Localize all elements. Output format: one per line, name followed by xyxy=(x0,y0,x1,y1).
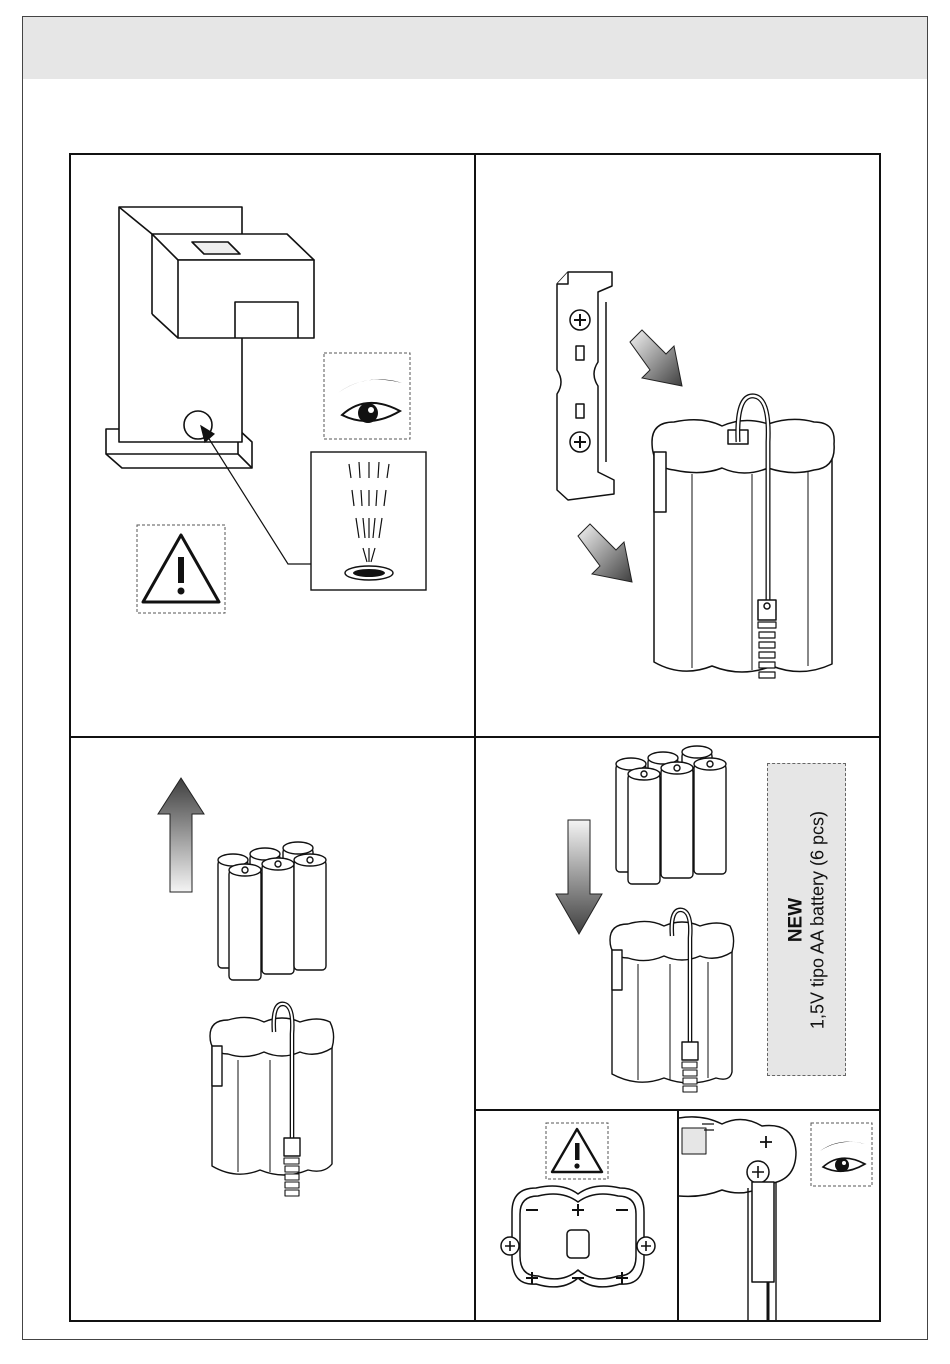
battery-note-text: NEW 1,5V tipo AA battery (6 pcs) xyxy=(785,770,828,1070)
warning-icon xyxy=(137,525,225,613)
step-3-illustration xyxy=(71,738,476,1322)
battery-note-box: NEW 1,5V tipo AA battery (6 pcs) xyxy=(767,763,846,1076)
battery-note-new: NEW xyxy=(785,770,807,1070)
eye-icon xyxy=(324,353,410,439)
direction-arrow xyxy=(158,778,204,892)
battery-pack xyxy=(652,396,834,678)
battery-note-spec: 1,5V tipo AA battery (6 pcs) xyxy=(807,770,828,1070)
step-1-illustration xyxy=(71,155,476,738)
battery-holder-lid xyxy=(501,1186,655,1287)
step-2-illustration xyxy=(476,155,881,738)
header-band xyxy=(23,17,927,79)
eye-icon xyxy=(811,1123,872,1186)
step-panel-5b xyxy=(677,1109,881,1322)
step-5b-illustration xyxy=(679,1111,881,1322)
step-panel-5a xyxy=(474,1109,680,1322)
step-5a-illustration xyxy=(476,1111,680,1322)
battery-holder-bracket xyxy=(557,272,614,500)
battery-pack xyxy=(210,1004,334,1196)
sensor-spray-icon xyxy=(311,452,426,590)
aa-cells xyxy=(616,746,726,884)
faucet-illustration xyxy=(106,207,314,468)
direction-arrow xyxy=(556,820,602,934)
aa-cells xyxy=(218,842,326,980)
step-panel-1 xyxy=(69,153,476,738)
battery-pack xyxy=(610,910,734,1092)
step-panel-3 xyxy=(69,736,476,1322)
warning-icon xyxy=(546,1123,608,1179)
step-panel-2 xyxy=(474,153,881,738)
battery-pack-closeup xyxy=(679,1117,796,1322)
